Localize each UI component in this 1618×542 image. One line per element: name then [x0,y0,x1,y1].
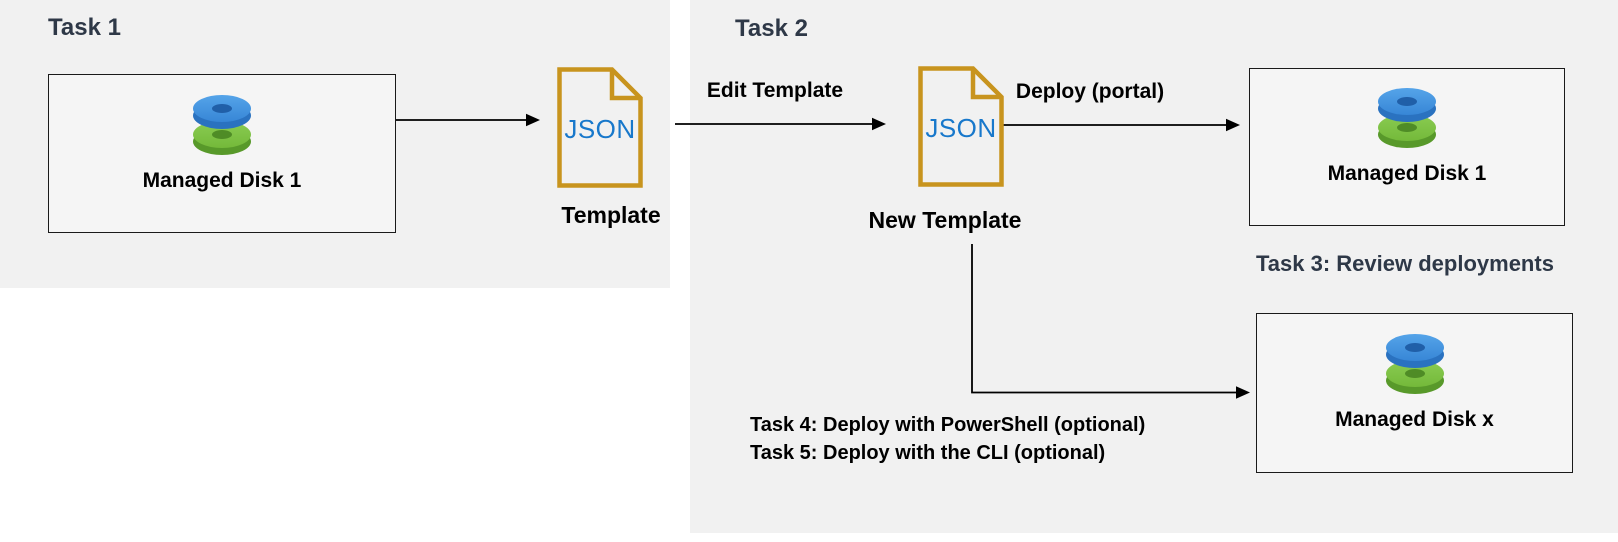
disk-blue-platter [1378,88,1436,122]
deployed-disk-label: Managed Disk 1 [1327,162,1487,185]
deployed-disk-box: Managed Disk 1 [1249,68,1565,226]
template-file: JSON [557,67,643,188]
managed-disk-icon [193,94,251,155]
source-disk-label: Managed Disk 1 [142,168,302,192]
managed-disk-icon [1385,334,1444,394]
task45-note-block: Task 4: Deploy with PowerShell (optional… [750,411,1145,467]
disk-blue-platter [1385,334,1444,368]
json-file-text: JSON [925,113,996,143]
task5-note: Task 5: Deploy with the CLI (optional) [750,442,1106,464]
managed-disk-icon [1378,88,1436,148]
task4-note: Task 4: Deploy with PowerShell (optional… [750,414,1146,436]
json-file-icon: JSON [557,67,643,188]
disk-green-platter [1385,360,1444,394]
new-template-file: JSON [918,66,1004,187]
new-template-label: New Template [868,207,1022,233]
task3-note: Task 3: Review deployments [1256,251,1554,276]
task2-heading: Task 2 [735,15,808,42]
source-disk-box: Managed Disk 1 [48,74,396,233]
disk-x-label: Managed Disk x [1335,408,1494,431]
deploy-portal-arrow-label: Deploy (portal) [1015,80,1165,103]
disk-x-box: Managed Disk x [1256,313,1573,473]
template-label: Template [561,202,661,228]
edit-template-arrow-label: Edit Template [706,79,844,102]
disk-blue-platter [193,94,251,129]
json-file-text: JSON [564,114,635,144]
json-file-icon: JSON [918,66,1004,187]
task1-heading: Task 1 [48,14,121,41]
